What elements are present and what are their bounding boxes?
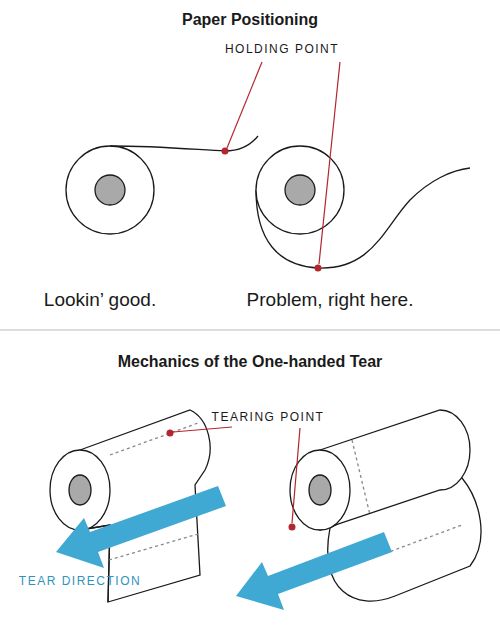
callout-label: TEARING POINT — [212, 411, 325, 425]
tear-arrow — [236, 532, 392, 610]
roll-good — [66, 136, 258, 234]
caption-text: Lookin’ good. — [44, 289, 156, 311]
section-heading: Paper Positioning — [182, 11, 318, 29]
direction-label: TEAR DIRECTION — [19, 575, 141, 589]
section-heading: Mechanics of the One-handed Tear — [118, 353, 383, 371]
caption-text: Problem, right here. — [247, 289, 414, 311]
callout-label: HOLDING POINT — [225, 43, 339, 57]
divider — [0, 330, 500, 331]
roll-problem — [256, 146, 470, 272]
leader-line — [227, 62, 340, 264]
tear-arrow — [56, 486, 226, 568]
